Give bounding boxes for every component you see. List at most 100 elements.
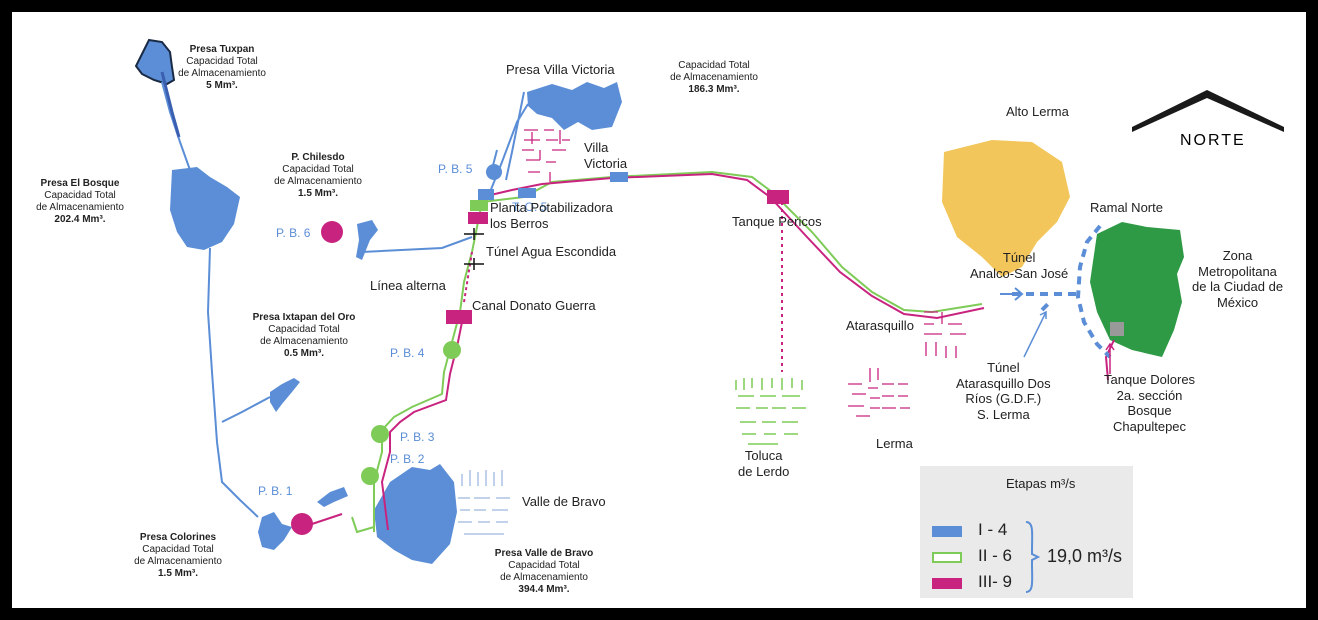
label-lerma: Lerma [876,436,913,451]
mexico-city-area [1090,222,1184,357]
legend-item-stage3: III- 9 [978,572,1013,591]
dashed-alt-line [463,251,473,303]
legend-swatch-stage3 [932,578,962,589]
el-bosque-reservoir [170,167,240,250]
legend-swatch-stage1 [932,526,962,537]
villa-victoria-capacity: Capacidad Total de Almacenamiento 186.3 … [670,60,758,96]
dam-line2: de Almacenamiento [274,176,362,187]
tunel-analco-arrow [1000,287,1024,301]
valle-bravo-grid [458,470,510,535]
dam-line2: de Almacenamiento [134,556,222,567]
to5-label: T. O. 5 [512,200,548,214]
dam-line1: Capacidad Total [44,190,116,201]
dam-el-bosque: Presa El Bosque Capacidad Total de Almac… [36,178,124,226]
label-tanque-pericos: Tanque Pericos [732,214,822,229]
label-norte: NORTE [1180,132,1246,149]
to5-marker [518,188,536,198]
valle-bravo-reservoir [374,464,457,564]
dam-value: 1.5 Mm³. [157,568,198,579]
dam-line2: de Almacenamiento [260,336,348,347]
dam-line2: de Almacenamiento [670,72,758,83]
dam-valle-bravo: Presa Valle de Bravo Capacidad Total de … [495,548,593,596]
alto-lerma-area [942,140,1070,277]
dam-value: 186.3 Mm³. [688,84,740,95]
dam-value: 0.5 Mm³. [283,348,325,359]
label-tunel-agua: Túnel Agua Escondida [486,244,617,259]
dam-value: 394.4 Mm³. [518,584,570,595]
lerma-grid [848,368,910,417]
dam-tuxpan: Presa Tuxpan Capacidad Total de Almacena… [178,44,266,92]
legend-item-stage1: I - 4 [978,520,1008,539]
dam-colorines: Presa Colorines Capacidad Total de Almac… [134,532,222,580]
villa-victoria-reservoir [527,82,622,130]
pb4-label: P. B. 4 [390,346,425,360]
dam-name: P. Chilesdo [291,152,345,163]
pb5-marker [486,164,502,180]
tunnel-symbol-1 [464,228,484,240]
atarasquillo-grid [924,311,966,358]
pb4-marker [443,341,461,359]
legend-total: 19,0 m³/s [1047,546,1123,566]
atarasquillo-arrow [1023,310,1047,358]
label-atarasquillo: Atarasquillo [846,318,914,333]
toluca-grid [735,378,806,445]
tanque-dolores-marker [1110,322,1124,336]
label-canal: Canal Donato Guerra [472,298,596,313]
dam-value: 5 Mm³. [206,80,238,91]
canal-marker [446,310,472,324]
small-lake [317,487,348,507]
map-geometry [134,38,1284,564]
marker-pink-1 [468,212,488,224]
dam-line1: Capacidad Total [282,164,354,175]
dam-value: 202.4 Mm³. [54,214,106,225]
pb2-label: P. B. 2 [390,452,425,466]
dam-value: 1.5 Mm³. [297,188,338,199]
map-canvas: Presa Tuxpan Capacidad Total de Almacena… [12,12,1306,608]
tuxpan-reservoir [134,38,176,86]
dam-name: Presa Ixtapan del Oro [252,312,356,323]
label-tanque-dolores: Tanque Dolores 2a. sección Bosque Chapul… [1104,372,1196,434]
stage1-main-thick [160,71,181,138]
ixtapan-reservoir [270,378,300,412]
dam-line2: de Almacenamiento [178,68,266,79]
pb2-marker [361,467,379,485]
dam-line1: Capacidad Total [508,560,580,571]
dam-name: Presa Valle de Bravo [494,548,594,559]
chilesdo-reservoir [356,220,378,260]
legend-swatch-stage2 [932,552,962,563]
label-planta: Planta Potabilizadora los Berros [490,200,613,231]
stage1-dashed [1012,224,1112,359]
legend-title: Etapas m³/s [1006,476,1076,491]
pb6-label: P. B. 6 [276,226,311,240]
dam-name: Presa Tuxpan [189,44,255,55]
tanque-pericos-marker [767,190,789,204]
dolores-arrow [1105,342,1115,374]
dam-ixtapan: Presa Ixtapan del Oro Capacidad Total de… [253,312,356,360]
vv-marker [610,172,628,182]
legend-item-stage2: II - 6 [978,546,1013,565]
colorines-reservoir [258,512,292,550]
pb3-marker [371,425,389,443]
dam-chilesdo: P. Chilesdo Capacidad Total de Almacenam… [274,152,362,200]
label-villa-victoria: Villa Victoria [584,140,628,171]
pb1-marker [291,513,313,535]
marker-green-1 [470,200,488,211]
label-toluca: Toluca de Lerdo [738,448,790,479]
pb3-label: P. B. 3 [400,430,435,444]
label-zona-metro: Zona Metropolitana de la Ciudad de Méxic… [1192,248,1284,310]
dam-line2: de Almacenamiento [500,572,588,583]
dam-name: Presa El Bosque [40,178,120,189]
dam-line1: Capacidad Total [186,56,258,67]
label-tunel-analco: Túnel Analco-San José [970,250,1069,281]
dam-line1: Capacidad Total [268,324,340,335]
dam-name: Presa Colorines [139,532,217,543]
label-valle-de-bravo: Valle de Bravo [522,494,606,509]
pb5-label: P. B. 5 [438,162,473,176]
dam-line1: Capacidad Total [142,544,214,555]
dam-line1: Capacidad Total [678,60,750,71]
label-ramal-norte: Ramal Norte [1090,200,1163,215]
legend-brace [1025,521,1041,593]
label-presa-villa-victoria: Presa Villa Victoria [506,62,615,77]
label-linea-alterna: Línea alterna [370,278,446,293]
